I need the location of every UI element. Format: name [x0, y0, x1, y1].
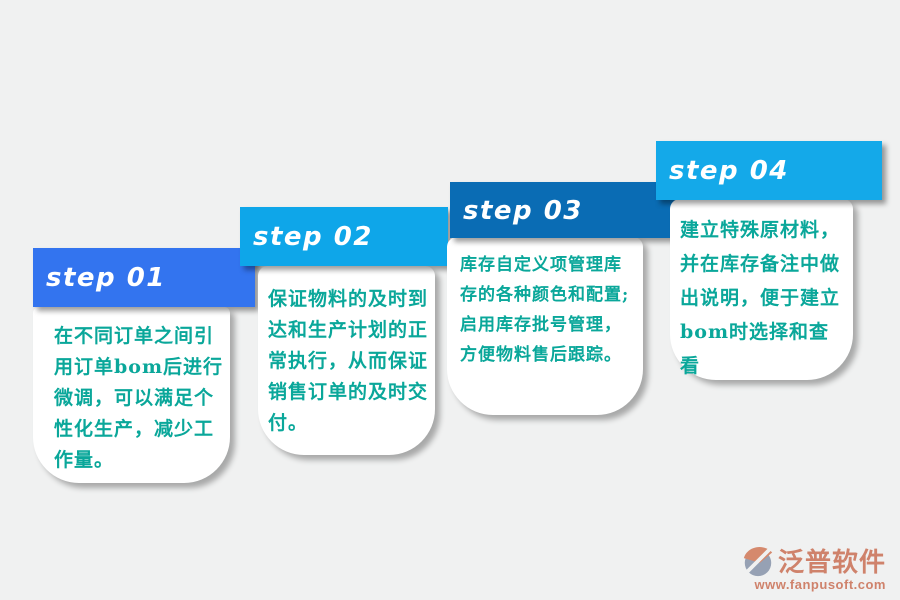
step-4-description: 建立特殊原材料，并在库存备注中做出说明，便于建立bom时选择和查看 — [680, 219, 841, 377]
step-3-card: 库存自定义项管理库存的各种颜色和配置;启用库存批号管理，方便物料售后跟踪。 — [447, 237, 643, 415]
logo-website-url: www.fanpusoft.com — [754, 577, 886, 592]
step-4-title: step 04 — [669, 156, 789, 186]
step-2-card: 保证物料的及时到达和生产计划的正常执行，从而保证销售订单的及时交付。 — [258, 266, 435, 455]
step-4-header: step 04 — [656, 141, 882, 200]
step-1-description: 在不同订单之间引用订单bom后进行微调，可以满足个性化生产，减少工作量。 — [54, 325, 224, 471]
vendor-logo: 泛普软件 www.fanpusoft.com — [740, 542, 886, 592]
step-3-description: 库存自定义项管理库存的各种颜色和配置;启用库存批号管理，方便物料售后跟踪。 — [460, 255, 630, 365]
step-2-header: step 02 — [240, 207, 448, 266]
step-2-description: 保证物料的及时到达和生产计划的正常执行，从而保证销售订单的及时交付。 — [268, 288, 429, 434]
fanpu-logo-icon — [740, 544, 776, 578]
step-4-card: 建立特殊原材料，并在库存备注中做出说明，便于建立bom时选择和查看 — [670, 199, 853, 380]
step-2-title: step 02 — [253, 222, 373, 252]
step-3-header: step 03 — [450, 182, 688, 238]
logo-company-name: 泛普软件 — [777, 548, 886, 578]
step-1-card: 在不同订单之间引用订单bom后进行微调，可以满足个性化生产，减少工作量。 — [33, 307, 230, 483]
step-1-title: step 01 — [46, 263, 166, 293]
step-3-title: step 03 — [463, 196, 583, 226]
step-1-header: step 01 — [33, 248, 255, 307]
